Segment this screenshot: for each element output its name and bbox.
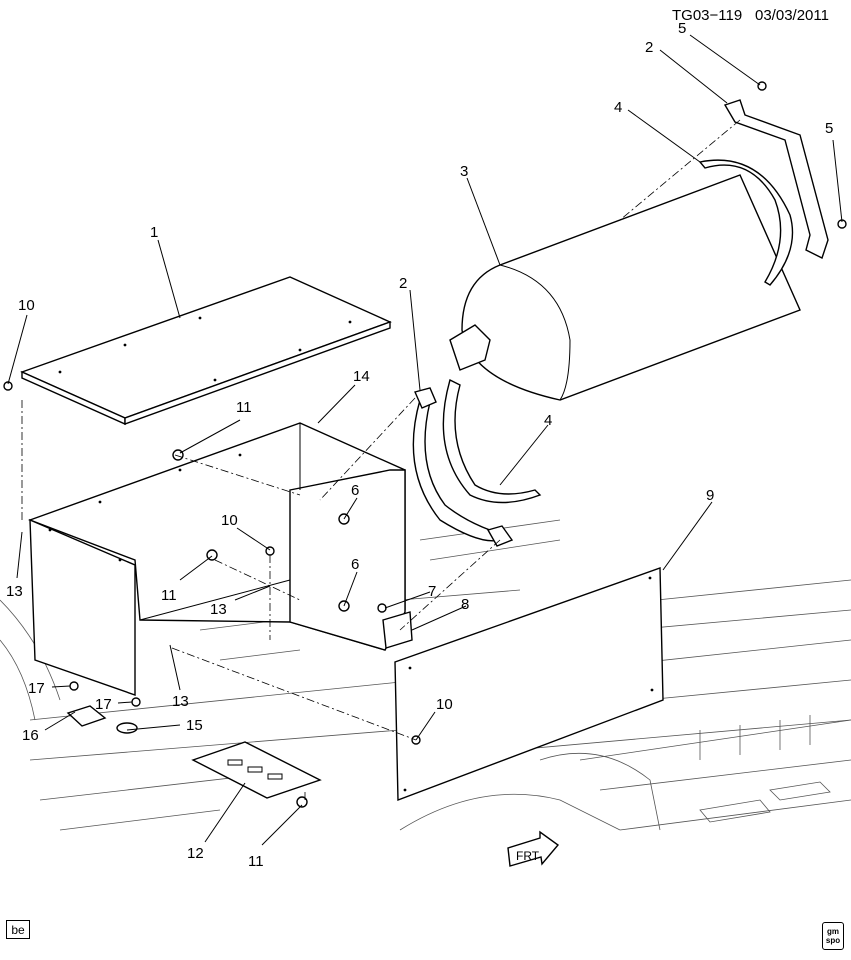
nut-11-lower — [296, 796, 308, 808]
leader-lines — [7, 34, 843, 846]
diagram-date: 03/03/2011 — [755, 7, 829, 24]
callout-1: 1 — [150, 224, 158, 241]
clamp-lower — [414, 387, 514, 547]
callout-10-center: 10 — [221, 512, 238, 529]
front-arrow-icon: FRT — [507, 830, 560, 867]
nut-11-upper — [172, 449, 184, 461]
bracket-16 — [66, 705, 107, 727]
callout-11-lower: 11 — [248, 853, 264, 870]
callout-11-upper: 11 — [236, 399, 252, 416]
bolt-5-upper — [757, 81, 767, 91]
callout-8: 8 — [461, 596, 469, 613]
logo-line-1: gm — [827, 927, 839, 936]
bracket-8 — [382, 611, 413, 649]
lid-panel — [20, 276, 392, 426]
gm-spo-logo-icon: gm spo — [822, 922, 844, 950]
tank — [449, 174, 801, 401]
callout-6-upper: 6 — [351, 482, 359, 499]
callout-5-right: 5 — [825, 120, 833, 137]
callout-5-upper: 5 — [678, 20, 686, 37]
callout-15: 15 — [186, 717, 203, 734]
callout-9: 9 — [706, 487, 714, 504]
diagram-code: TG03−119 — [672, 7, 742, 24]
bolt-10-left — [3, 381, 13, 391]
callout-2-upper: 2 — [645, 39, 653, 56]
callout-labels: 1 2 2 3 4 4 5 5 6 6 7 8 9 10 10 10 11 11… — [6, 20, 833, 870]
callout-12: 12 — [187, 845, 204, 862]
alignment-lines — [21, 119, 741, 800]
callout-11-middle: 11 — [161, 587, 177, 604]
bracket-plate — [191, 741, 322, 799]
callout-4-upper: 4 — [614, 99, 622, 116]
bolt-7 — [377, 603, 387, 613]
callout-4-lower: 4 — [544, 412, 552, 429]
be-badge: be — [6, 920, 30, 939]
callout-10-left: 10 — [18, 297, 35, 314]
callout-13-lower: 13 — [172, 693, 189, 710]
callout-2-lower: 2 — [399, 275, 407, 292]
callout-14: 14 — [353, 368, 370, 385]
tank-strap-upper — [698, 159, 794, 286]
bolt-17-left — [69, 681, 79, 691]
front-label: FRT — [516, 849, 540, 863]
callout-10-lower: 10 — [436, 696, 453, 713]
storage-box — [27, 422, 406, 696]
callout-17-right: 17 — [95, 696, 112, 713]
callout-13-left: 13 — [6, 583, 23, 600]
callout-6-lower: 6 — [351, 556, 359, 573]
bushing-15 — [116, 722, 138, 734]
clamp-upper — [723, 99, 829, 259]
callout-3: 3 — [460, 163, 468, 180]
logo-line-2: spo — [825, 936, 841, 945]
side-panel — [394, 567, 664, 802]
bolt-17-right — [131, 697, 141, 707]
callout-16: 16 — [22, 727, 39, 744]
callout-13-center: 13 — [210, 601, 227, 618]
callout-17-left: 17 — [28, 680, 45, 697]
callout-7: 7 — [428, 583, 436, 600]
